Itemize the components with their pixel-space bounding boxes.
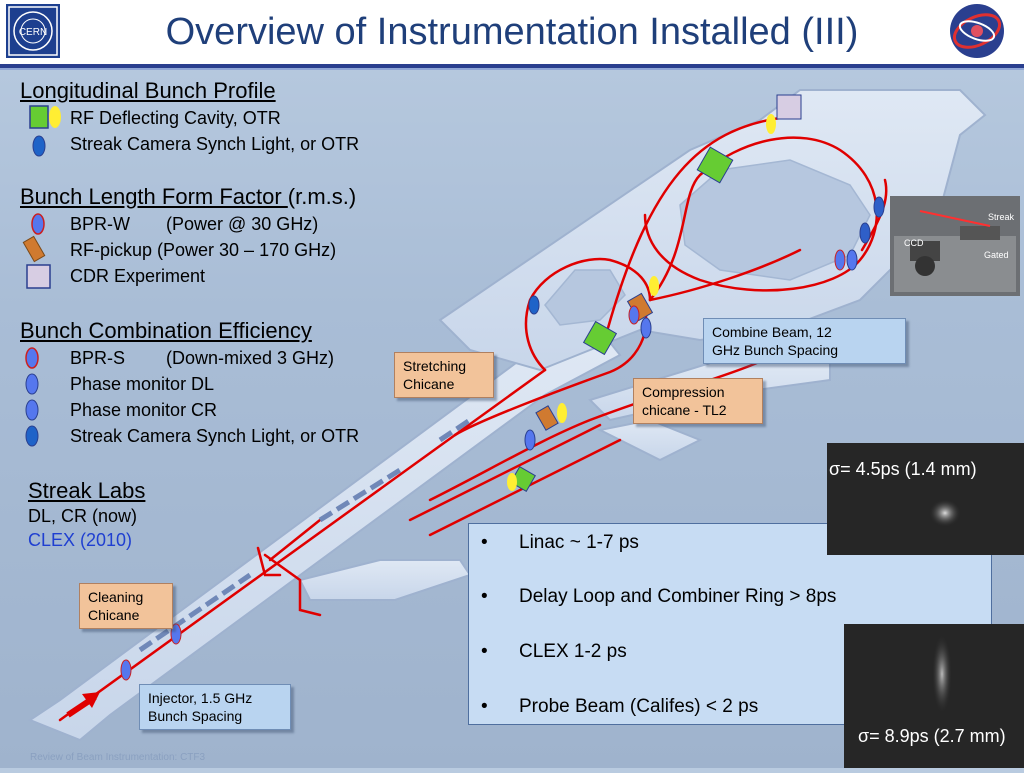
callout-compression-line1: Compression bbox=[642, 384, 725, 400]
callout-combine-beam: Combine Beam, 12 GHz Bunch Spacing bbox=[703, 318, 906, 364]
streak-spot-top bbox=[929, 499, 961, 527]
legend-item-rf-cavity: RF Deflecting Cavity, OTR bbox=[70, 108, 281, 128]
cern-logo-text: CERN bbox=[19, 27, 47, 38]
header: CERN Overview of Instrumentation Install… bbox=[0, 0, 1024, 64]
legend-item-streak-camera: Streak Camera Synch Light, or OTR bbox=[70, 134, 360, 154]
streak-labs-title: Streak Labs bbox=[28, 478, 146, 503]
injector-arrow-icon bbox=[66, 692, 100, 718]
legend-title-combination: Bunch Combination Efficiency bbox=[20, 318, 312, 343]
bullet-delay-loop-text: Delay Loop and Combiner Ring > 8ps bbox=[519, 586, 837, 607]
legend-item-bpr-w-key: BPR-W bbox=[70, 214, 130, 234]
bullet-glyph: • bbox=[481, 641, 488, 662]
callout-compression-line2: chicane - TL2 bbox=[642, 402, 727, 418]
bpr-s-icon bbox=[25, 347, 39, 369]
callout-stretching-line2: Chicane bbox=[403, 376, 455, 392]
legend-item-bpr-s-key: BPR-S bbox=[70, 348, 126, 368]
streak-labs-clex: CLEX (2010) bbox=[28, 530, 133, 550]
streak-top-caption: σ= 4.5ps (1.4 mm) bbox=[829, 459, 977, 479]
photo-label-gated: Gated bbox=[984, 250, 1009, 260]
streak-bottom-caption: σ= 8.9ps (2.7 mm) bbox=[858, 726, 1006, 746]
legend-item-phase-cr: Phase monitor CR bbox=[70, 400, 218, 420]
bullet-clex: • CLEX 1-2 ps bbox=[481, 641, 627, 663]
bpr-w-icon bbox=[31, 213, 45, 235]
bullet-linac-text: Linac ~ 1-7 ps bbox=[519, 532, 639, 553]
legend-item-phase-dl: Phase monitor DL bbox=[70, 374, 215, 394]
bullet-probe-beam: • Probe Beam (Califes) < 2 ps bbox=[481, 696, 758, 718]
callout-stretching-chicane: Stretching Chicane bbox=[394, 352, 494, 398]
photo-label-streak: Streak bbox=[988, 212, 1015, 222]
streak-camera-icon bbox=[32, 135, 46, 157]
rf-deflecting-cavity-icon bbox=[29, 105, 61, 129]
phase-monitor-dl-icon bbox=[25, 373, 39, 395]
header-divider bbox=[0, 64, 1024, 68]
legend-title-form-factor: Bunch Length Form Factor bbox=[20, 184, 288, 209]
legend-longitudinal-profile: Longitudinal Bunch Profile bbox=[20, 78, 276, 104]
legend-item-bpr-s-label: (Down-mixed 3 GHz) bbox=[166, 348, 335, 368]
footer: Review of Beam Instrumentation: CTF3 bbox=[30, 752, 206, 763]
streak-spot-bottom bbox=[932, 634, 952, 714]
page-title: Overview of Instrumentation Installed (I… bbox=[165, 11, 859, 53]
legend-title-longitudinal: Longitudinal Bunch Profile bbox=[20, 78, 276, 103]
callout-injector-line1: Injector, 1.5 GHz bbox=[148, 690, 253, 706]
bullet-clex-text: CLEX 1-2 ps bbox=[519, 641, 627, 662]
legend-item-streak-otr: Streak Camera Synch Light, or OTR bbox=[70, 426, 360, 446]
rf-pickup-icon bbox=[22, 235, 46, 263]
bullet-glyph: • bbox=[481, 532, 488, 553]
legend-item-bpr-s: BPR-S (Down-mixed 3 GHz) bbox=[70, 345, 334, 371]
streak-camera-photo: Streak CCD Gated bbox=[890, 196, 1020, 296]
header-divider-light bbox=[0, 68, 1024, 70]
callout-combine-line2: GHz Bunch Spacing bbox=[712, 342, 839, 358]
ctf3-logo bbox=[950, 4, 1004, 58]
bullet-glyph: • bbox=[481, 696, 488, 717]
cdr-experiment-icon bbox=[26, 264, 51, 289]
callout-cleaning-line2: Chicane bbox=[88, 607, 140, 623]
callout-injector: Injector, 1.5 GHz Bunch Spacing bbox=[139, 684, 291, 730]
legend-item-rf-pickup: RF-pickup (Power 30 – 170 GHz) bbox=[70, 240, 337, 260]
streak-image-bottom: σ= 8.9ps (2.7 mm) bbox=[844, 624, 1024, 768]
bullet-delay-loop: • Delay Loop and Combiner Ring > 8ps bbox=[481, 586, 836, 608]
building-inner-floor bbox=[544, 159, 871, 326]
streak-labs-now: DL, CR (now) bbox=[28, 506, 138, 526]
callout-cleaning-chicane: Cleaning Chicane bbox=[79, 583, 173, 629]
bullet-linac: • Linac ~ 1-7 ps bbox=[481, 532, 639, 554]
streak-image-top: σ= 4.5ps (1.4 mm) bbox=[827, 443, 1024, 555]
callout-injector-line2: Bunch Spacing bbox=[148, 708, 243, 724]
accelerating-structures bbox=[138, 417, 472, 653]
bullet-glyph: • bbox=[481, 586, 488, 607]
cern-logo: CERN bbox=[6, 4, 60, 58]
legend-item-bpr-w-label: (Power @ 30 GHz) bbox=[166, 214, 319, 234]
legend-title-form-factor-suffix: (r.m.s.) bbox=[287, 184, 357, 209]
streak-labs: Streak Labs DL, CR (now) CLEX (2010) bbox=[28, 478, 145, 552]
instrument-markers bbox=[120, 94, 885, 681]
bullet-probe-beam-text: Probe Beam (Califes) < 2 ps bbox=[519, 696, 759, 717]
facility-diagram bbox=[27, 89, 987, 742]
legend-item-cdr: CDR Experiment bbox=[70, 266, 206, 286]
legend-form-factor: Bunch Length Form Factor (r.m.s.) bbox=[20, 184, 356, 210]
callout-combine-line1: Combine Beam, 12 bbox=[712, 324, 832, 340]
photo-label-ccd: CCD bbox=[904, 238, 924, 248]
callout-compression-chicane: Compression chicane - TL2 bbox=[633, 378, 763, 424]
streak-camera-cr-icon bbox=[25, 425, 39, 447]
legend-combination: Bunch Combination Efficiency bbox=[20, 318, 312, 344]
callout-cleaning-line1: Cleaning bbox=[88, 589, 144, 605]
callout-stretching-line1: Stretching bbox=[403, 358, 467, 374]
legend-item-bpr-w: BPR-W (Power @ 30 GHz) bbox=[70, 211, 318, 237]
phase-monitor-cr-icon bbox=[25, 399, 39, 421]
